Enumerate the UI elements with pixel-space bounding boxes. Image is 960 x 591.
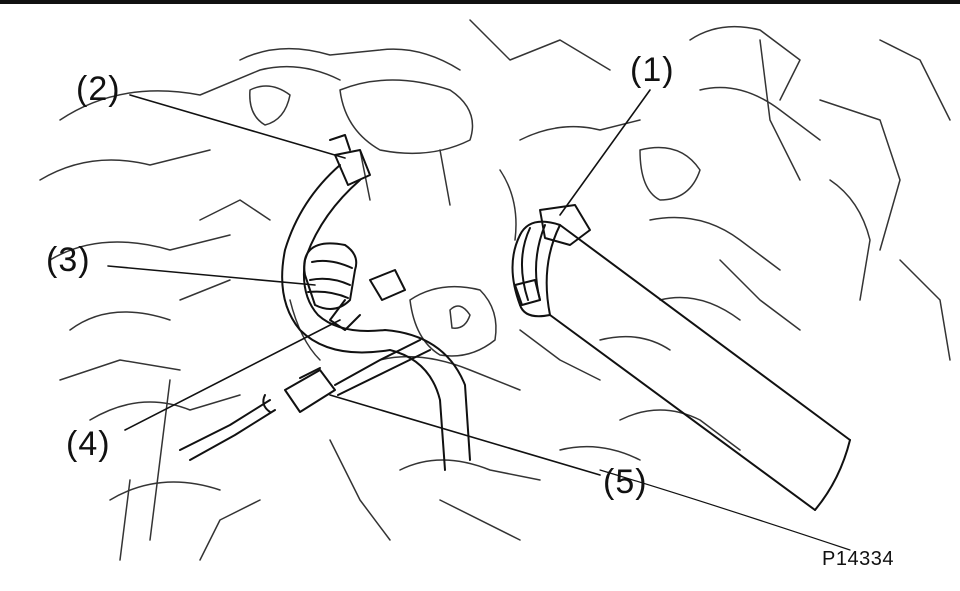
background-engine-strokes bbox=[39, 19, 951, 561]
figure-number: P14334 bbox=[822, 548, 894, 570]
callout-4: (4) bbox=[66, 425, 111, 463]
radiator-hose bbox=[511, 220, 851, 511]
leader-lines bbox=[107, 89, 851, 551]
hose-clamp-1 bbox=[514, 204, 591, 306]
small-hose-loop bbox=[281, 134, 471, 471]
wire-connector bbox=[179, 339, 431, 461]
callout-2: (2) bbox=[76, 70, 121, 108]
callout-3: (3) bbox=[46, 241, 91, 279]
callout-5: (5) bbox=[603, 463, 648, 501]
callout-1: (1) bbox=[630, 51, 675, 89]
top-border bbox=[0, 0, 960, 4]
solenoid-valve bbox=[303, 242, 406, 331]
